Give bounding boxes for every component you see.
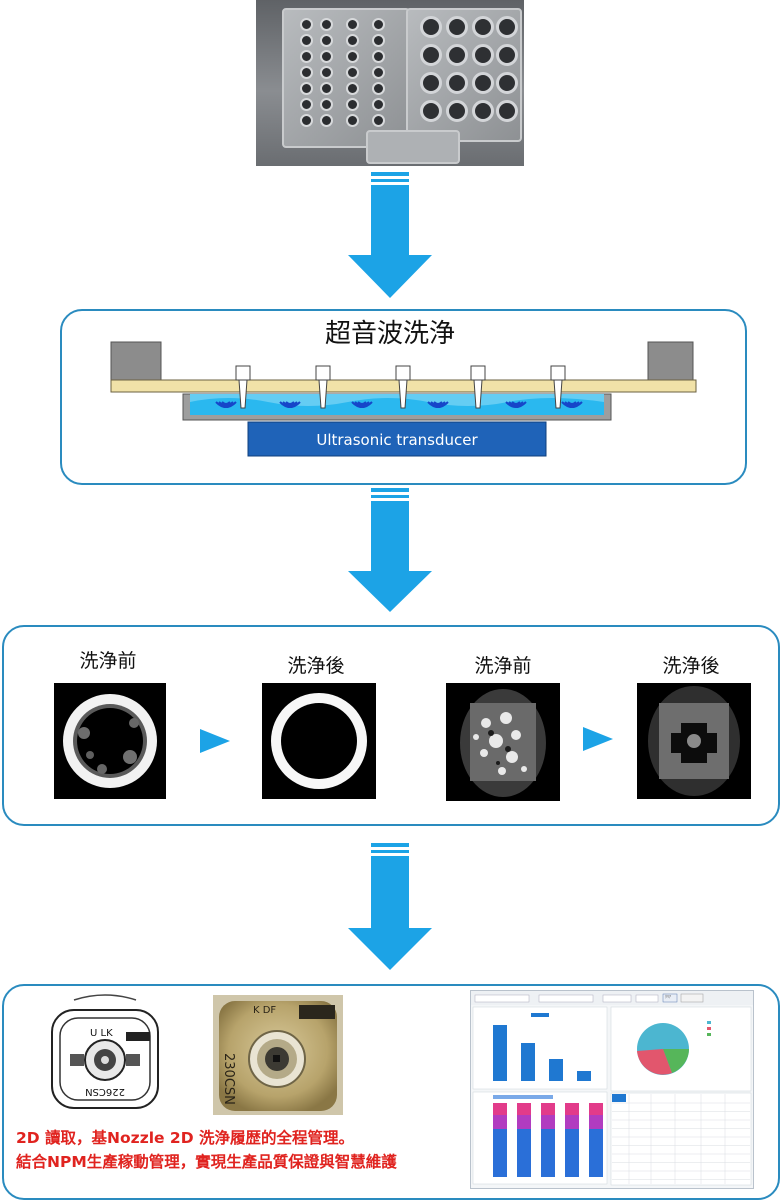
ultrasonic-title: 超音波洗浄 bbox=[324, 319, 455, 349]
nozzle-sketch-image: U LK 226CSN bbox=[51, 994, 159, 1109]
nozzle-in-holder bbox=[470, 365, 486, 409]
rack-large-hole bbox=[420, 100, 442, 122]
rack-large-hole bbox=[446, 100, 468, 122]
rack-large-hole bbox=[496, 44, 518, 66]
nozzle-in-holder bbox=[395, 365, 411, 409]
rack-large-hole bbox=[446, 44, 468, 66]
nozzle-after-ring-image bbox=[262, 683, 376, 799]
rack-small-hole bbox=[346, 82, 359, 95]
rack-large-hole bbox=[420, 44, 442, 66]
down-arrow-1 bbox=[348, 172, 432, 298]
ultrasonic-wave-icon bbox=[567, 401, 577, 405]
rack-base bbox=[366, 130, 460, 164]
rack-small-hole bbox=[300, 18, 313, 31]
ultrasonic-wave-icon bbox=[561, 401, 583, 408]
rack-small-hole bbox=[300, 98, 313, 111]
label-after-1: 洗浄後 bbox=[287, 655, 345, 677]
rack-large-hole bbox=[496, 100, 518, 122]
rack-large-hole bbox=[472, 100, 494, 122]
rack-small-hole bbox=[320, 66, 333, 79]
photo-marking: K DF bbox=[253, 1005, 276, 1016]
rack-small-hole bbox=[300, 82, 313, 95]
ultrasonic-wave-icon bbox=[351, 401, 373, 408]
ultrasonic-wave-icon bbox=[221, 401, 231, 405]
rack-small-hole bbox=[346, 66, 359, 79]
rack-large-hole bbox=[472, 44, 494, 66]
ultrasonic-wave-icon bbox=[279, 401, 301, 408]
rack-small-hole bbox=[320, 50, 333, 63]
rack-small-hole bbox=[346, 18, 359, 31]
nozzle-in-holder bbox=[550, 365, 566, 409]
ultrasonic-wave-icon bbox=[511, 401, 521, 405]
caption-line-2: 結合NPM生產稼動管理，實現生產品質保證與智慧維護 bbox=[16, 1153, 397, 1171]
rack-small-hole bbox=[346, 114, 359, 127]
rack-small-hole bbox=[372, 98, 385, 111]
ultrasonic-wave-icon bbox=[433, 401, 443, 405]
down-arrow-3 bbox=[348, 843, 432, 970]
rack-large-hole bbox=[420, 72, 442, 94]
rack-small-hole bbox=[320, 34, 333, 47]
management-software-screenshot: ｸﾘｱ bbox=[470, 990, 754, 1189]
nozzle-photo-image: K DF 230CSN bbox=[213, 995, 343, 1115]
arrow-right-2 bbox=[583, 727, 613, 751]
traceability-caption: 2D 讀取，基Nozzle 2D 洗浄履歴的全程管理。 結合NPM生產稼動管理，… bbox=[16, 1126, 397, 1174]
rack-small-hole bbox=[300, 114, 313, 127]
nozzle-before-cross-image bbox=[446, 683, 560, 801]
nozzle-after-cross-image bbox=[637, 683, 751, 799]
rack-small-hole bbox=[300, 50, 313, 63]
rack-large-hole bbox=[420, 16, 442, 38]
ultrasonic-wave-icon bbox=[427, 401, 449, 408]
rack-small-hole bbox=[320, 82, 333, 95]
rack-large-hole bbox=[496, 16, 518, 38]
rack-small-hole bbox=[372, 18, 385, 31]
ultrasonic-wave-icon bbox=[218, 401, 234, 407]
rack-small-hole bbox=[372, 66, 385, 79]
nozzle-before-ring-image bbox=[54, 683, 166, 799]
ultrasonic-wave-icon bbox=[285, 401, 295, 405]
rack-large-hole bbox=[472, 72, 494, 94]
rack-small-hole bbox=[320, 114, 333, 127]
rack-small-hole bbox=[372, 114, 385, 127]
rack-small-hole bbox=[320, 18, 333, 31]
nozzle-rack-photo bbox=[256, 0, 524, 166]
down-arrow-2 bbox=[348, 488, 432, 612]
rack-small-hole bbox=[372, 50, 385, 63]
ultrasonic-wave-icon bbox=[430, 401, 446, 407]
label-before-2: 洗浄前 bbox=[474, 655, 532, 677]
rack-small-hole bbox=[300, 66, 313, 79]
rack-small-hole bbox=[372, 82, 385, 95]
transducer-label: Ultrasonic transducer bbox=[316, 431, 478, 449]
rack-small-hole bbox=[346, 34, 359, 47]
label-before-1: 洗浄前 bbox=[79, 650, 137, 672]
ultrasonic-wave-icon bbox=[215, 401, 237, 408]
ultrasonic-wave-icon bbox=[508, 401, 524, 407]
photo-side-code: 230CSN bbox=[221, 1053, 236, 1105]
nozzle-in-holder bbox=[315, 365, 331, 409]
rack-large-hole bbox=[472, 16, 494, 38]
ultrasonic-wave-icon bbox=[354, 401, 370, 407]
nozzle-in-holder bbox=[235, 365, 251, 409]
ultrasonic-wave-icon bbox=[357, 401, 367, 405]
rack-large-hole bbox=[446, 72, 468, 94]
rack-small-hole bbox=[346, 98, 359, 111]
rack-large-hole bbox=[496, 72, 518, 94]
label-after-2: 洗浄後 bbox=[662, 655, 720, 677]
arrow-right-1 bbox=[200, 729, 230, 753]
rack-large-hole bbox=[446, 16, 468, 38]
rack-small-hole bbox=[372, 34, 385, 47]
caption-line-1: 2D 讀取，基Nozzle 2D 洗浄履歴的全程管理。 bbox=[16, 1129, 354, 1147]
sketch-marking: U LK bbox=[90, 1028, 113, 1039]
rack-small-hole bbox=[320, 98, 333, 111]
clear-button[interactable]: ｸﾘｱ bbox=[665, 994, 671, 999]
ultrasonic-wave-icon bbox=[564, 401, 580, 407]
rack-small-hole bbox=[346, 50, 359, 63]
ultrasonic-wave-icon bbox=[282, 401, 298, 407]
sketch-side-code: 226CSN bbox=[85, 1086, 125, 1097]
rack-small-hole bbox=[300, 34, 313, 47]
ultrasonic-bath-diagram: Ultrasonic transducer bbox=[110, 341, 697, 457]
ultrasonic-wave-icon bbox=[505, 401, 527, 408]
